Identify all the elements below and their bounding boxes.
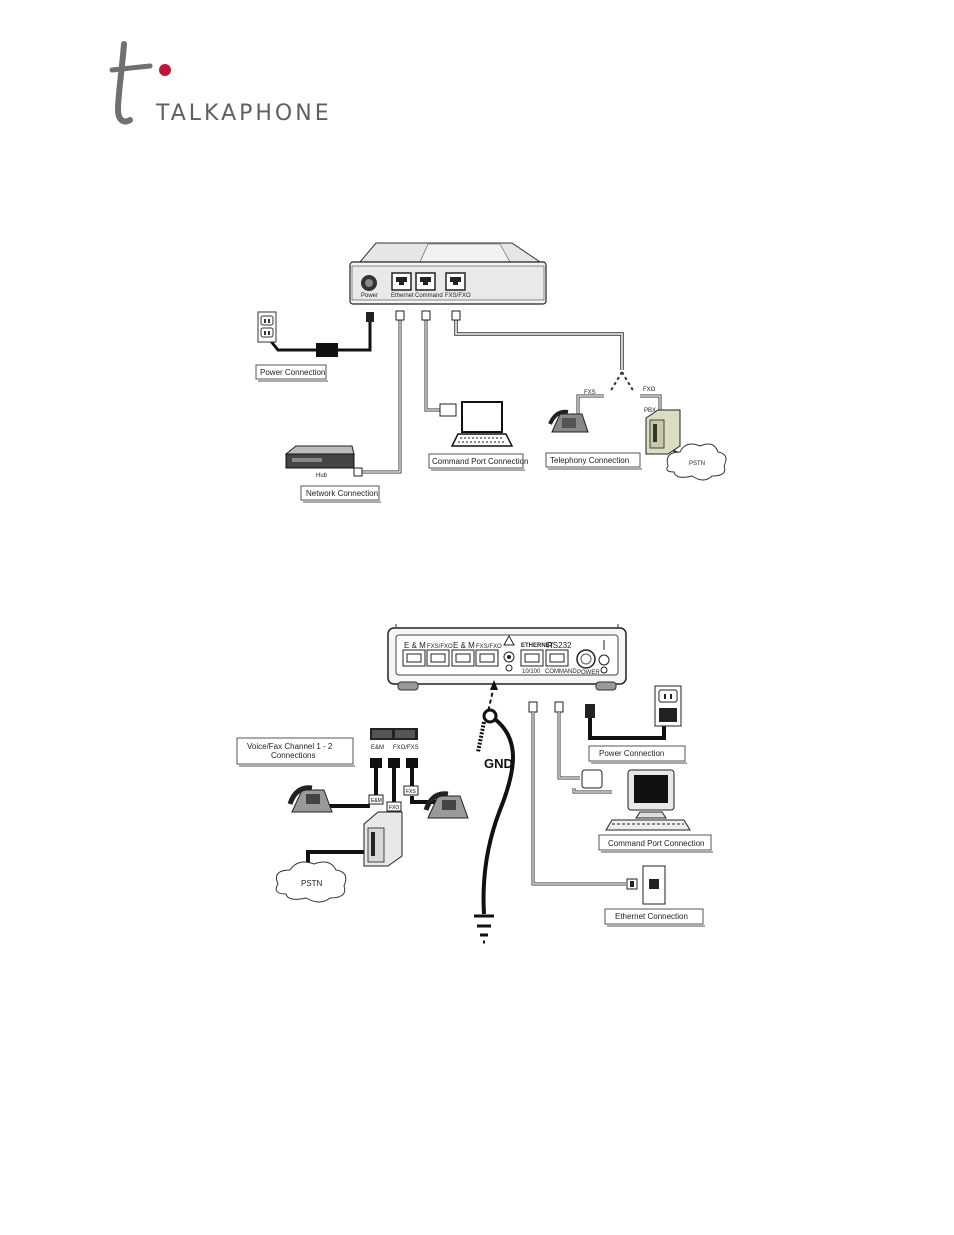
telephone-left-icon (287, 785, 333, 813)
channel-cables (302, 758, 440, 876)
command-plug-icon (421, 310, 431, 321)
port-label-power: Power (361, 293, 378, 299)
laptop-icon (439, 401, 514, 447)
logo-t-crossbar (109, 63, 153, 73)
port-label-power-2: POWER (577, 670, 600, 676)
wall-ethernet-jack-icon (642, 865, 666, 905)
label-pstn-2: PSTN (301, 879, 323, 888)
telephony-plug-icon (451, 310, 461, 321)
brand-name: TALKAPHONE (156, 101, 332, 126)
label-command-port-connection: Command Port Connection (432, 457, 529, 466)
label-ethernet-connection: Ethernet Connection (615, 912, 688, 921)
label-network-connection: Network Connection (306, 489, 378, 498)
port-label-em-2: E & M (453, 641, 475, 650)
rs232-plug-icon (554, 701, 564, 713)
ground-lug-icon (482, 708, 498, 724)
label-hub: Hub (316, 473, 328, 479)
pstn-cloud-icon (666, 443, 727, 481)
label-fxo-fxs-plug: FXO/FXS (393, 745, 419, 751)
telephone-right-icon (423, 791, 469, 819)
tag-em: E&M (371, 798, 382, 804)
label-voice-fax-line-1: Voice/Fax Channel 1 - 2 (247, 742, 333, 751)
port-sublabel-ethernet: 10/100 (522, 669, 541, 675)
diagram-1-cables (268, 312, 691, 474)
ethernet-plug-icon (395, 310, 405, 321)
label-fxs: FXS (584, 390, 596, 396)
label-pbx: PBX (644, 408, 656, 414)
desktop-computer-icon (605, 769, 691, 831)
label-pstn-1: PSTN (689, 461, 705, 467)
logo-dot (159, 64, 171, 76)
gateway-device-2: E & M FXS/FXO E & M FXS/FXO ETHERNET RS2… (387, 624, 627, 691)
label-em-plug: E&M (371, 745, 384, 751)
port-label-fxs-fxo: FXS/FXO (445, 293, 471, 299)
port-label-ethernet: ETHERNET (521, 643, 554, 649)
wall-outlet-2-icon (654, 685, 682, 727)
label-gnd: GND (484, 756, 513, 771)
port-label-em-1: E & M (404, 641, 426, 650)
pbx-icon (645, 409, 681, 455)
label-power-connection-2: Power Connection (599, 749, 664, 758)
gateway-device-1: Power Ethernet Command FXS/FXO (349, 242, 547, 305)
db9-connector-icon (581, 769, 603, 789)
power-cable-2 (585, 704, 666, 740)
port-label-ethernet: Ethernet (391, 293, 414, 299)
wall-outlet-icon (257, 311, 277, 343)
label-voice-fax-line-2: Connections (271, 751, 315, 760)
power-plug-icon (366, 312, 374, 322)
tag-fxo: FXO (389, 805, 399, 811)
label-command-port-connection-2: Command Port Connection (608, 839, 705, 848)
ethernet-plug-2-icon (528, 701, 538, 713)
channel-plug-block-icon (370, 728, 418, 740)
power-adapter-icon (316, 343, 338, 357)
pbx-2-icon (363, 811, 403, 867)
port-label-rs232: RS232 (547, 641, 572, 650)
logo-mark (109, 41, 171, 125)
port-label-command: Command (415, 293, 443, 299)
plug-icons (366, 310, 461, 322)
ethernet-cable-2 (528, 701, 638, 890)
serial-plug-icon (439, 403, 457, 417)
pstn-cloud-2-icon (275, 861, 347, 903)
label-power-connection: Power Connection (260, 368, 325, 377)
ground-cable (474, 680, 515, 944)
logo-t-glyph (114, 41, 133, 125)
warning-triangle-icon (503, 634, 515, 646)
telephone-icon (548, 409, 589, 433)
tag-fxs: FXS (406, 789, 416, 795)
power-plug-2-icon (585, 704, 595, 718)
hub-icon (284, 445, 363, 477)
port-label-fxsfxo-2: FXS/FXO (476, 644, 502, 650)
label-telephony-connection: Telephony Connection (550, 456, 629, 465)
hub-plug-icon (353, 467, 363, 477)
command-cable-2 (554, 701, 612, 794)
label-fxo: FXO (643, 387, 656, 393)
port-label-fxsfxo-1: FXS/FXO (427, 644, 453, 650)
port-sublabel-rs232: COMMAND (545, 669, 577, 675)
